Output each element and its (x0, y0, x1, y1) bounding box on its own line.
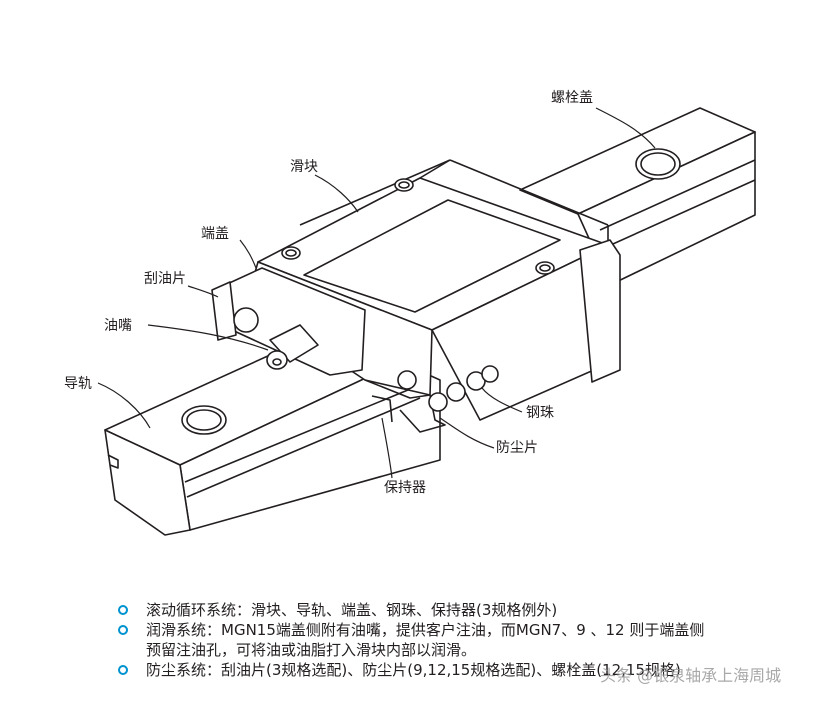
note-lubrication-system-cont: 预留注油孔，可将油或油脂打入滑块内部以润滑。 (146, 641, 477, 659)
label-retainer: 保持器 (384, 480, 426, 496)
end-cap-logo-circle (233, 307, 259, 333)
leader-grease-nipple (147, 324, 269, 351)
leader-bolt-cap (595, 107, 656, 149)
note-dust-system: 防尘系统：刮油片(3规格选配)、防尘片(9,12,15规格选配)、螺栓盖(12,… (118, 660, 818, 680)
feature-notes: 滚动循环系统：滑块、导轨、端盖、钢珠、保持器(3规格例外) 润滑系统：MGN15… (118, 600, 818, 680)
rail-end-face (104, 429, 191, 536)
leader-steel-ball (481, 387, 523, 413)
linear-guide-diagram (97, 107, 756, 536)
label-end-cap: 端盖 (201, 226, 229, 242)
leader-retainer (381, 417, 393, 479)
steel-ball-3 (446, 382, 466, 402)
label-grease-nipple: 油嘴 (104, 318, 132, 334)
label-steel-ball: 钢珠 (526, 405, 554, 421)
bullet-icon (118, 605, 128, 615)
label-block: 滑块 (290, 159, 318, 175)
note-rolling-system: 滚动循环系统：滑块、导轨、端盖、钢珠、保持器(3规格例外) (118, 600, 818, 620)
watermark: 头条 @银泉轴承上海周城 (600, 666, 782, 685)
leader-dust-seal (439, 417, 495, 449)
label-dust-seal: 防尘片 (496, 440, 538, 456)
leader-end-cap (239, 239, 257, 269)
bullet-icon (118, 625, 128, 635)
steel-ball-2 (428, 392, 448, 412)
label-rail: 导轨 (64, 376, 92, 392)
leader-rail (97, 382, 151, 429)
label-scraper: 刮油片 (144, 271, 186, 287)
note-lubrication-system: 润滑系统：MGN15端盖侧附有油嘴，提供客户注油，而MGN7、9 、12 则于端… (118, 620, 818, 640)
label-bolt-cap: 螺栓盖 (551, 90, 593, 106)
steel-ball-1 (397, 370, 417, 390)
leader-scraper (187, 285, 219, 298)
end-cap-right (579, 239, 621, 383)
leader-block (314, 174, 359, 213)
bullet-icon (118, 665, 128, 675)
